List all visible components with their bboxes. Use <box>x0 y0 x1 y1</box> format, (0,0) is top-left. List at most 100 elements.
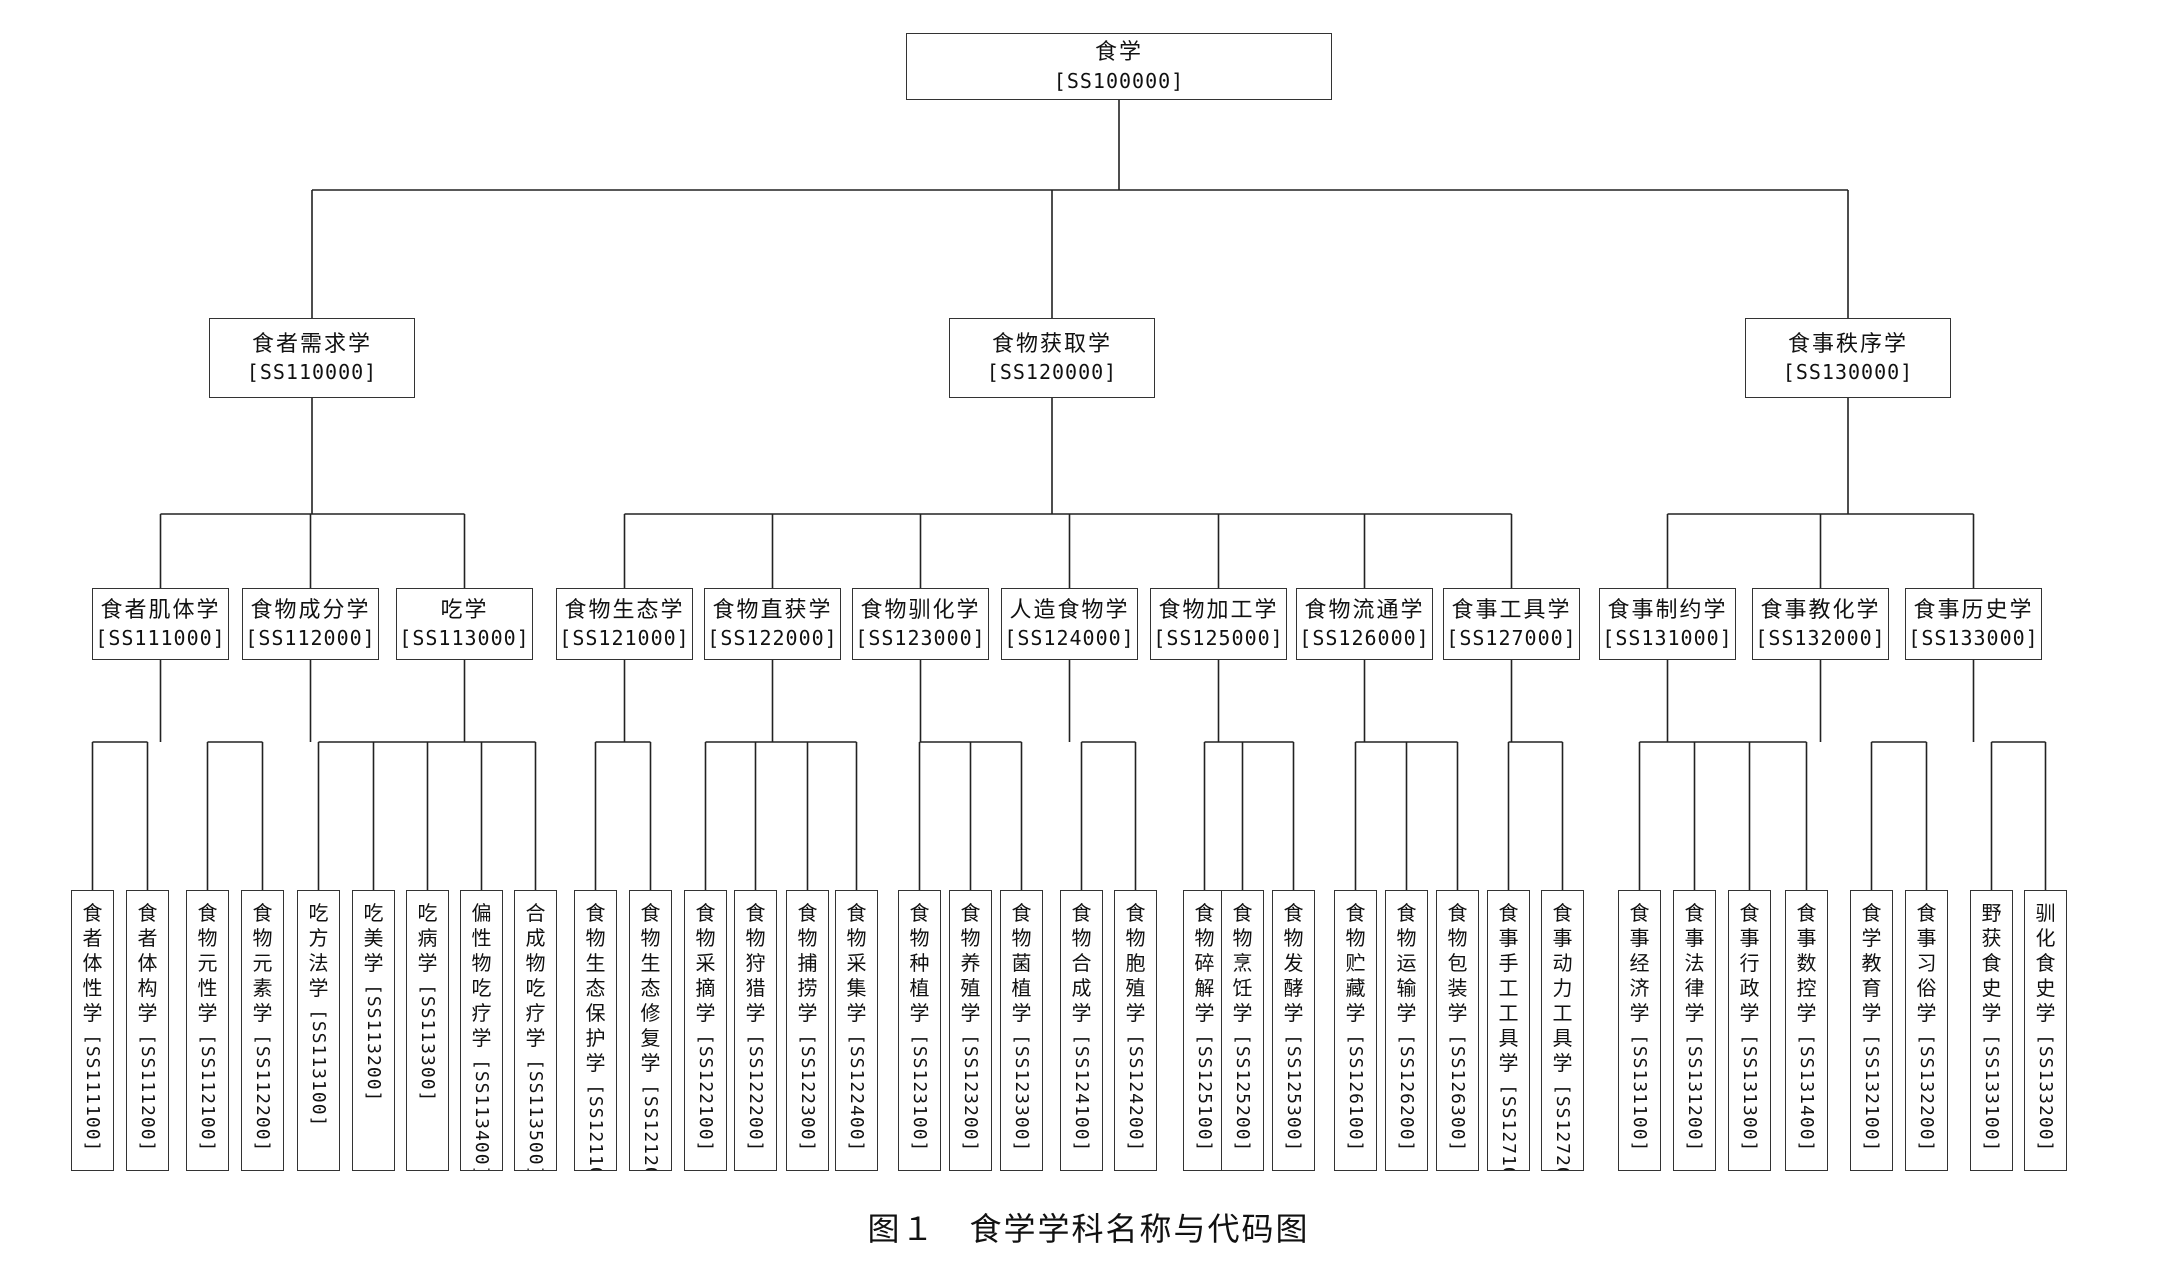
leaf-discipline: 食物胞殖学 [SS124200] <box>1114 890 1157 1171</box>
leaf-code: [SS125100] <box>1194 1034 1215 1153</box>
subject-node: 食物生态学[SS121000] <box>556 588 693 660</box>
node-code: [SS122000] <box>707 626 838 651</box>
leaf-code: [SS123100] <box>909 1034 930 1153</box>
leaf-discipline: 食者体性学[SS111100] <box>71 890 114 1171</box>
leaf-name: 食事法律学 <box>1684 901 1705 1025</box>
leaf-discipline: 食物碎解学[SS125100] <box>1183 890 1226 1171</box>
node-code: [SS123000] <box>855 626 986 651</box>
branch-node: 食事秩序学 [SS130000] <box>1745 318 1951 398</box>
node-code: [SS127000] <box>1446 626 1577 651</box>
subject-node: 人造食物学[SS124000] <box>1001 588 1138 660</box>
leaf-discipline: 食事习俗学[SS132200] <box>1905 890 1948 1171</box>
leaf-discipline: 食物狩猎学 [SS122200] <box>734 890 777 1171</box>
node-name: 食物加工学 <box>1158 597 1279 623</box>
leaf-name: 食物贮藏学 <box>1345 901 1366 1025</box>
leaf-name: 食事数控学 <box>1796 901 1817 1025</box>
leaf-discipline: 食事经济学[SS131100] <box>1618 890 1661 1171</box>
leaf-code: [SS124200] <box>1125 1034 1146 1153</box>
leaf-code: [SS132100] <box>1861 1034 1882 1153</box>
leaf-name: 食物发酵学 <box>1283 901 1304 1025</box>
leaf-discipline: 食物元性学[SS112100] <box>186 890 229 1171</box>
leaf-discipline: 食物采摘学[SS122100] <box>684 890 727 1171</box>
leaf-name: 合成物吃疗学 <box>525 901 546 1050</box>
leaf-name: 食物元性学 <box>197 901 218 1025</box>
leaf-name: 食物生态修复学 <box>640 901 661 1075</box>
node-code: [SS110000] <box>246 360 378 385</box>
leaf-discipline: 食物元素学[SS112200] <box>241 890 284 1171</box>
leaf-discipline: 吃方法学[SS113100] <box>297 890 340 1171</box>
leaf-code: [SS111200] <box>137 1034 158 1153</box>
leaf-name: 食事动力工具学 <box>1552 901 1573 1075</box>
leaf-code: [SS121100] <box>585 1084 606 1171</box>
leaf-discipline: 食物养殖学[SS123200] <box>949 890 992 1171</box>
node-code: [SS126000] <box>1299 626 1430 651</box>
node-name: 食事教化学 <box>1760 597 1881 623</box>
leaf-name: 食物胞殖学 <box>1125 901 1146 1025</box>
leaf-code: [SS113100] <box>308 1009 329 1128</box>
node-code: [SS111000] <box>95 626 226 651</box>
leaf-code: [SS124100] <box>1071 1034 1092 1153</box>
leaf-code: [SS122100] <box>695 1034 716 1153</box>
leaf-discipline: 食物烹饪学 [SS125200] <box>1221 890 1264 1171</box>
subject-node: 食物驯化学 [SS123000] <box>852 588 989 660</box>
leaf-name: 食物运输学 <box>1396 901 1417 1025</box>
leaf-name: 食物菌植学 <box>1011 901 1032 1025</box>
leaf-discipline: 食事法律学 [SS131200] <box>1673 890 1716 1171</box>
leaf-discipline: 食物生态修复学 [SS121200] <box>629 890 672 1171</box>
leaf-code: [SS125200] <box>1232 1034 1253 1153</box>
leaf-name: 食事行政学 <box>1739 901 1760 1025</box>
leaf-name: 食事经济学 <box>1629 901 1650 1025</box>
root-node: 食学[SS100000] <box>906 33 1332 100</box>
leaf-discipline: 食物运输学[SS126200] <box>1385 890 1428 1171</box>
leaf-discipline: 食者体构学[SS111200] <box>126 890 169 1171</box>
leaf-code: [SS122200] <box>745 1034 766 1153</box>
leaf-name: 野获食史学 <box>1981 901 2002 1025</box>
figure-caption: 图１ 食学学科名称与代码图 <box>867 1210 1310 1248</box>
leaf-discipline: 食物合成学[SS124100] <box>1060 890 1103 1171</box>
leaf-name: 食物狩猎学 <box>745 901 766 1025</box>
leaf-discipline: 食物菌植学 [SS123300] <box>1000 890 1043 1171</box>
leaf-code: [SS113500] <box>525 1059 546 1171</box>
node-name: 食物获取学 <box>991 331 1112 357</box>
branch-node: 食物获取学 [SS120000] <box>949 318 1155 398</box>
node-code: [SS120000] <box>986 360 1118 385</box>
leaf-code: [SS123300] <box>1011 1034 1032 1153</box>
subject-node: 食事制约学[SS131000] <box>1599 588 1736 660</box>
subject-node: 食物加工学 [SS125000] <box>1150 588 1287 660</box>
leaf-code: [SS121200] <box>640 1084 661 1171</box>
leaf-code: [SS131200] <box>1684 1034 1705 1153</box>
node-name: 食事秩序学 <box>1787 331 1908 357</box>
node-name: 食物成分学 <box>250 597 371 623</box>
node-code: [SS130000] <box>1782 360 1914 385</box>
leaf-discipline: 偏性物吃疗学[SS113400] <box>460 890 503 1171</box>
node-code: [SS124000] <box>1004 626 1135 651</box>
leaf-name: 食物采集学 <box>846 901 867 1025</box>
node-name: 食事制约学 <box>1607 597 1728 623</box>
leaf-discipline: 食物生态保护学[SS121100] <box>574 890 617 1171</box>
leaf-name: 食物烹饪学 <box>1232 901 1253 1025</box>
node-name: 食学 <box>1094 40 1143 66</box>
leaf-code: [SS131300] <box>1739 1034 1760 1153</box>
leaf-discipline: 驯化食史学[SS133200] <box>2024 890 2067 1171</box>
node-name: 食事工具学 <box>1451 597 1572 623</box>
subject-node: 食事工具学 [SS127000] <box>1443 588 1580 660</box>
leaf-code: [SS126300] <box>1447 1034 1468 1153</box>
leaf-code: [SS122400] <box>846 1034 867 1153</box>
leaf-code: [SS126100] <box>1345 1034 1366 1153</box>
node-code: [SS125000] <box>1153 626 1284 651</box>
leaf-discipline: 食物采集学 [SS122400] <box>835 890 878 1171</box>
leaf-name: 食物包装学 <box>1447 901 1468 1025</box>
leaf-code: [SS112200] <box>252 1034 273 1153</box>
node-code: [SS112000] <box>245 626 376 651</box>
node-code: [SS113000] <box>399 626 530 651</box>
node-name: 食物驯化学 <box>860 597 981 623</box>
leaf-discipline: 食事行政学 [SS131300] <box>1728 890 1771 1171</box>
subject-node: 食物成分学 [SS112000] <box>242 588 379 660</box>
subject-node: 食者肌体学[SS111000] <box>92 588 229 660</box>
subject-node: 食事教化学[SS132000] <box>1752 588 1889 660</box>
leaf-discipline: 食物包装学 [SS126300] <box>1436 890 1479 1171</box>
leaf-discipline: 食事手工工具学[SS127100] <box>1487 890 1530 1171</box>
leaf-code: [SS122300] <box>797 1034 818 1153</box>
